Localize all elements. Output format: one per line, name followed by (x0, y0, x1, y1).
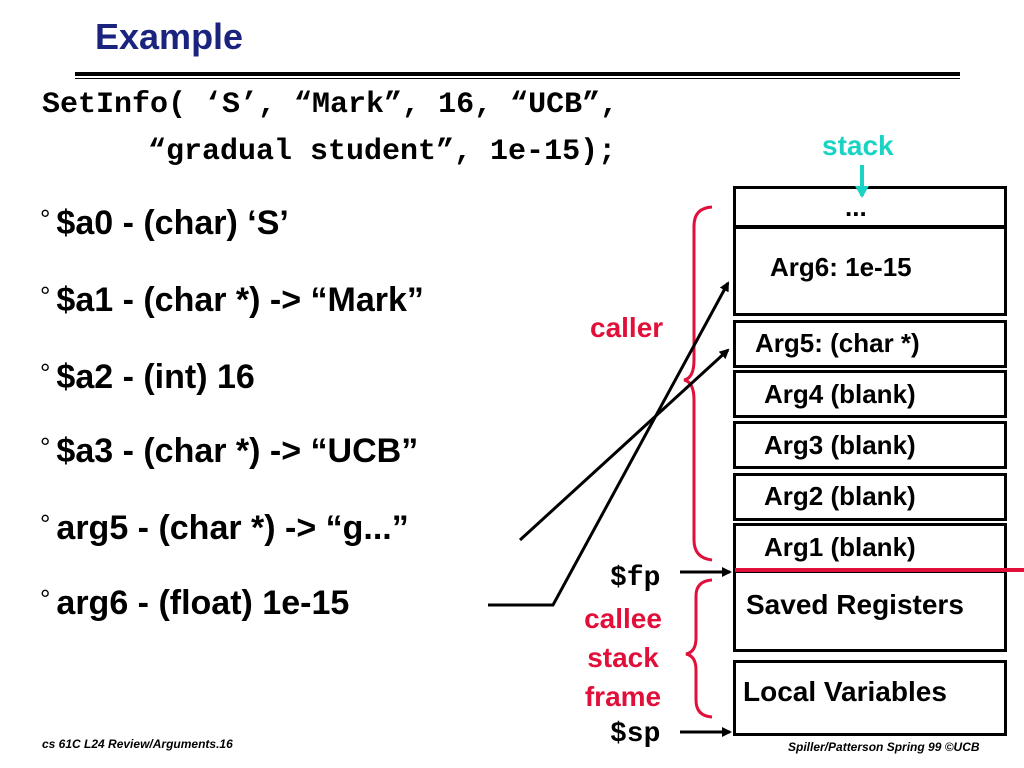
callee-label-2: stack (587, 642, 659, 673)
code-line-1: SetInfo( ‘S’, “Mark”, 16, “UCB”, (42, 88, 619, 122)
bullet-text: $a3 - (char *) -> “UCB” (56, 432, 419, 470)
stack-arg1-label: Arg1 (blank) (764, 532, 916, 562)
fp-label: $fp (610, 563, 661, 594)
callee-label-3: frame (584, 681, 662, 712)
bullet-text: $a2 - (int) 16 (56, 358, 255, 396)
footer-left: cs 61C L24 Review/Arguments.16 (42, 737, 233, 751)
stack-box-arg6 (733, 226, 1007, 316)
bullet-item: °arg5 - (char *) -> “g...” (40, 509, 409, 548)
bullet-symbol: ° (40, 432, 51, 462)
caller-brace (683, 205, 713, 562)
bullet-item: °$a3 - (char *) -> “UCB” (40, 432, 418, 471)
caller-label: caller (590, 312, 664, 343)
bullet-text: arg5 - (char *) -> “g...” (56, 509, 409, 547)
bullet-symbol: ° (40, 509, 51, 539)
stack-label: stack (822, 130, 894, 161)
bullet-item: °$a2 - (int) 16 (40, 358, 255, 397)
stack-box-saved-registers (733, 570, 1007, 652)
bullet-text: arg6 - (float) 1e-15 (56, 584, 350, 622)
bullet-item: °$a1 - (char *) -> “Mark” (40, 281, 424, 320)
stack-arg4-label: Arg4 (blank) (764, 379, 916, 409)
stack-saved-label: Saved Registers (746, 589, 964, 620)
sp-label: $sp (610, 719, 661, 750)
stack-arg6-label: Arg6: 1e-15 (770, 252, 912, 282)
page-title: Example (95, 16, 244, 57)
bullet-text: $a0 - (char) ‘S’ (56, 204, 289, 242)
bullet-item: °$a0 - (char) ‘S’ (40, 204, 289, 243)
bullet-symbol: ° (40, 584, 51, 614)
callee-label-1: callee (584, 603, 662, 634)
bullet-symbol: ° (40, 281, 51, 311)
stack-arg2-label: Arg2 (blank) (764, 481, 916, 511)
bullet-text: $a1 - (char *) -> “Mark” (56, 281, 424, 319)
title-rule-thick (75, 72, 960, 76)
stack-box-arg1 (733, 523, 1007, 571)
title-rule-thin (75, 78, 960, 79)
stack-dots-label: ... (845, 192, 867, 222)
stack-box-arg2 (733, 473, 1007, 521)
arg6-arrow (488, 281, 730, 607)
code-line-2: “gradual student”, 1e-15); (148, 135, 617, 169)
bullet-symbol: ° (40, 358, 51, 388)
bullet-symbol: ° (40, 204, 51, 234)
stack-box-arg3 (733, 421, 1007, 469)
stack-box-local-variables (733, 660, 1007, 736)
bullet-item: °arg6 - (float) 1e-15 (40, 584, 349, 623)
footer-right: Spiller/Patterson Spring 99 ©UCB (788, 740, 980, 754)
stack-arg5-label: Arg5: (char *) (755, 328, 920, 358)
callee-brace (685, 578, 713, 719)
stack-arg3-label: Arg3 (blank) (764, 430, 916, 460)
stack-locals-label: Local Variables (743, 676, 947, 707)
stack-arrow-head-icon (855, 186, 869, 198)
stack-box-arg5 (733, 320, 1007, 368)
arg5-arrow (518, 348, 730, 542)
stack-box-arg4 (733, 370, 1007, 418)
